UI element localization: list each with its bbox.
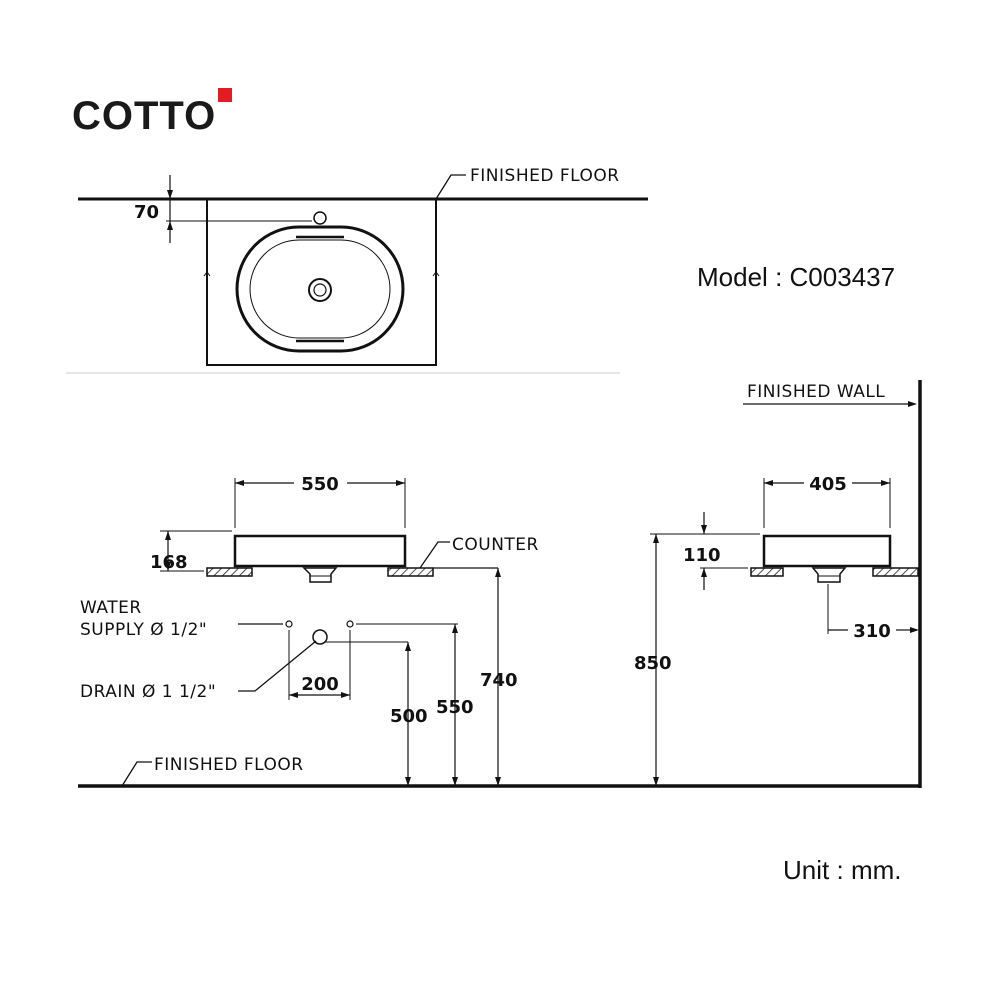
dim-front-height: 168 <box>150 552 188 573</box>
brand-accent-square <box>218 88 232 102</box>
side-basin <box>762 534 892 568</box>
dim-supply-height: 550 <box>436 697 474 718</box>
dim-top-offset: 70 <box>134 202 159 223</box>
plan-basin-outer <box>235 225 405 353</box>
plan-drain-inner <box>313 283 327 297</box>
counter-leader <box>419 541 450 569</box>
label-water-supply-line1: WATER <box>80 598 142 618</box>
plan-tap-hole <box>313 211 327 225</box>
dim-drain-wall-offset: 310 <box>853 621 891 642</box>
label-finished-floor-bottom: FINISHED FLOOR <box>154 755 304 775</box>
front-floor-leader <box>121 761 152 787</box>
label-drain: DRAIN Ø 1 1/2" <box>80 682 216 702</box>
dim-side-height: 110 <box>683 545 721 566</box>
dim-supply-spacing: 200 <box>301 674 339 695</box>
label-counter: COUNTER <box>452 535 539 555</box>
dim-drain-height: 500 <box>390 706 428 727</box>
dim-front-width: 550 <box>301 474 339 495</box>
front-elevation <box>78 478 920 788</box>
label-finished-wall: FINISHED WALL <box>747 382 885 402</box>
side-drain-trap <box>811 567 847 583</box>
front-drain-pipe <box>312 629 328 645</box>
front-counter-left <box>206 567 253 577</box>
plan-floor-leader <box>435 174 466 200</box>
plan-view <box>66 174 648 374</box>
front-basin <box>233 534 407 568</box>
plan-drain-outer <box>308 278 332 302</box>
brand-name: COTTO <box>72 94 217 138</box>
label-finished-floor-top: FINISHED FLOOR <box>470 166 620 186</box>
drain-leader <box>238 640 317 692</box>
plan-basin-inner <box>249 239 391 339</box>
model-code: C003437 <box>789 262 896 292</box>
side-counter-left <box>750 567 784 577</box>
model-label: Model : C003437 <box>697 262 895 293</box>
unit-value: mm. <box>850 855 902 885</box>
supply-right <box>346 620 354 628</box>
supply-left <box>285 620 293 628</box>
plan-counter-outline <box>206 199 437 366</box>
model-label-text: Model <box>697 262 768 292</box>
front-drain-trap <box>302 567 338 583</box>
side-counter-right <box>872 567 919 577</box>
side-elevation <box>650 380 922 788</box>
dim-counter-height-front: 740 <box>480 670 518 691</box>
unit-label: Unit : mm. <box>783 855 902 886</box>
dim-side-depth: 405 <box>809 474 847 495</box>
front-counter-right <box>387 567 434 577</box>
label-water-supply-line2: SUPPLY Ø 1/2" <box>80 620 207 640</box>
unit-separator: : <box>836 855 844 885</box>
unit-label-text: Unit <box>783 855 830 885</box>
dim-overall-height: 850 <box>634 653 672 674</box>
model-separator: : <box>775 262 783 292</box>
